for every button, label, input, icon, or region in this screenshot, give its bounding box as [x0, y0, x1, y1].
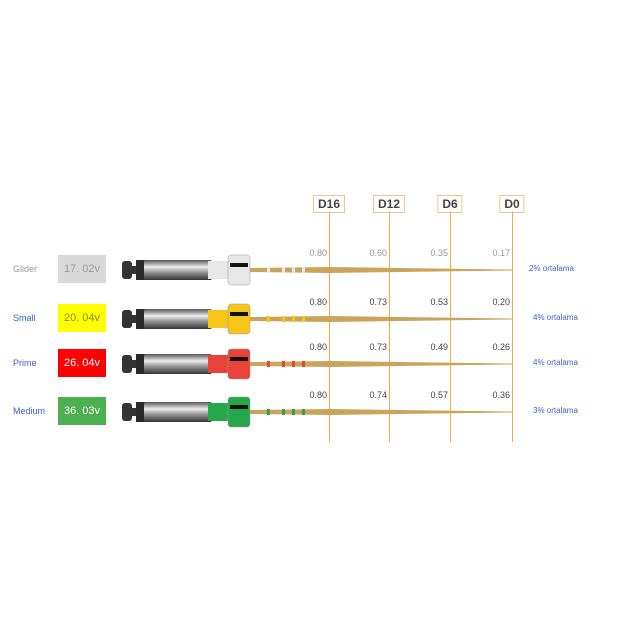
diameter-d16: 0.80 [309, 342, 327, 352]
taper-label: 4% ortalama [533, 358, 578, 367]
guide-line-d6 [450, 212, 451, 442]
file-row-medium: Medium 36. 03v 0.80 0.74 0.57 0.36 3% ortala… [0, 390, 640, 432]
file-name: Medium [13, 406, 46, 416]
column-label-d12: D12 [372, 195, 406, 213]
diameter-d6: 0.35 [430, 248, 448, 258]
size-badge: 20. 04v [58, 304, 106, 332]
diameter-d6: 0.49 [430, 342, 448, 352]
diameter-d0: 0.17 [492, 248, 510, 258]
file-name: Prime [13, 358, 37, 368]
guide-line-d12 [389, 212, 390, 442]
column-label-d0: D0 [499, 195, 525, 213]
diameter-d6: 0.57 [430, 390, 448, 400]
guide-line-d0 [512, 212, 513, 442]
diameter-d12: 0.60 [369, 248, 387, 258]
column-label-d16: D16 [312, 195, 346, 213]
size-badge: 26. 04v [58, 349, 106, 377]
column-label-d6: D6 [437, 195, 463, 213]
diameter-d12: 0.73 [369, 297, 387, 307]
guide-line-d16 [329, 212, 330, 442]
taper-label: 4% ortalama [533, 313, 578, 322]
file-name: Glider [13, 264, 38, 274]
diameter-d12: 0.73 [369, 342, 387, 352]
file-row-prime: Prime 26. 04v 0.80 0.73 0.49 0.26 4% ortalam… [0, 342, 640, 384]
file-name: Small [13, 313, 36, 323]
file-row-small: Small 20. 04v 0.80 0.73 0.53 0.20 4% ortalam… [0, 297, 640, 339]
taper-label: 2% ortalama [529, 264, 574, 273]
file-instrument-icon [122, 303, 512, 335]
file-row-glider: Glider 17. 02v 0.80 0.60 0.35 0.17 2% ortala… [0, 248, 640, 290]
diameter-d12: 0.74 [369, 390, 387, 400]
file-instrument-icon [122, 348, 512, 380]
file-instrument-icon [122, 254, 512, 286]
diameter-d16: 0.80 [309, 297, 327, 307]
taper-label: 3% ortalama [533, 406, 578, 415]
diameter-d16: 0.80 [309, 390, 327, 400]
size-badge: 36. 03v [58, 397, 106, 425]
size-badge: 17. 02v [58, 255, 106, 283]
diameter-d6: 0.53 [430, 297, 448, 307]
file-instrument-icon [122, 396, 512, 428]
diameter-d16: 0.80 [309, 248, 327, 258]
diameter-d0: 0.26 [492, 342, 510, 352]
diameter-d0: 0.20 [492, 297, 510, 307]
diameter-d0: 0.36 [492, 390, 510, 400]
